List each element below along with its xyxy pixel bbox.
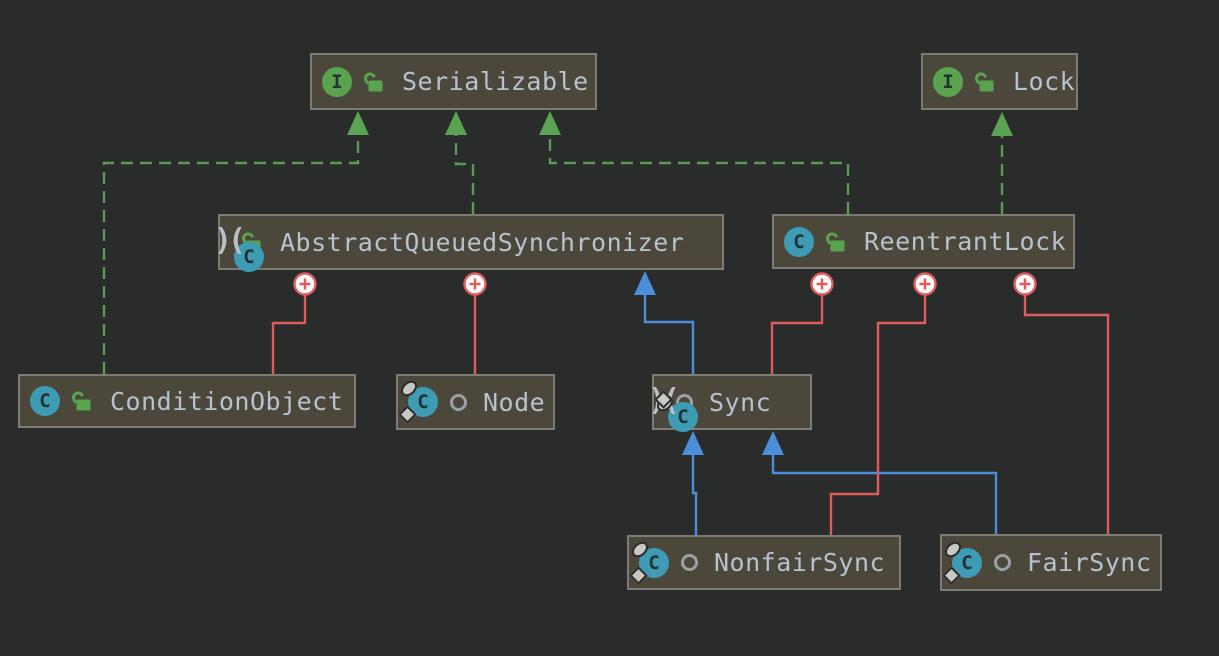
class-node-conditionobject[interactable]: C ConditionObject — [18, 374, 356, 428]
package-private-icon — [450, 393, 467, 411]
unlocked-public-icon — [975, 71, 994, 91]
class-name-label: Lock — [1013, 67, 1076, 96]
edge-reentrantlock-inner-nonfairsync[interactable] — [829, 272, 937, 537]
edge-fairsync-extends-sync[interactable] — [762, 431, 998, 534]
class-node-serializable[interactable]: I Serializable — [310, 53, 597, 110]
class-node-abstractqueuedsynchronizer[interactable]: C()AbstractQueuedSynchronizer — [214, 214, 724, 272]
implements-arrowhead-icon — [539, 111, 561, 135]
edge-abstractqueuedsynchronizer-implements-serializable[interactable] — [445, 111, 475, 214]
edge-sync-extends-abstractqueuedsynchronizer[interactable] — [634, 271, 695, 374]
inner-class-anchor-icon — [913, 272, 937, 296]
class-node-reentrantlock[interactable]: C ReentrantLock — [772, 214, 1075, 269]
paren-icon: ) — [213, 223, 232, 259]
inner-line[interactable] — [770, 294, 824, 375]
edge-nonfairsync-extends-sync[interactable] — [682, 431, 704, 535]
class-name-label: ConditionObject — [110, 386, 344, 416]
extends-line[interactable] — [643, 293, 695, 374]
class-name-label: AbstractQueuedSynchronizer — [280, 227, 685, 257]
edge-reentrantlock-implements-lock[interactable] — [991, 112, 1013, 214]
implements-line[interactable] — [102, 133, 360, 374]
edge-reentrantlock-implements-serializable[interactable] — [539, 111, 850, 214]
class-name-label: Serializable — [402, 67, 589, 96]
inner-class-anchor-icon — [810, 272, 834, 296]
implements-line[interactable] — [548, 133, 850, 214]
extends-arrowhead-icon — [634, 271, 656, 295]
class-name-label: ReentrantLock — [864, 227, 1067, 256]
extends-arrowhead-icon — [762, 431, 784, 455]
class-name-label: Node — [483, 387, 546, 417]
inner-class-anchor-icon — [1013, 272, 1037, 296]
paren-icon: ( — [228, 223, 247, 259]
implements-line[interactable] — [454, 133, 475, 214]
class-node-lock[interactable]: I Lock — [921, 53, 1078, 110]
inner-class-anchor-icon — [463, 272, 487, 296]
inner-line[interactable] — [271, 294, 307, 375]
implements-arrowhead-icon — [347, 111, 369, 135]
package-private-icon — [994, 554, 1011, 571]
edge-conditionobject-implements-serializable[interactable] — [102, 111, 369, 374]
class-name-label: Sync — [709, 387, 772, 417]
class-name-label: NonfairSync — [714, 548, 886, 577]
inner-line[interactable] — [1023, 294, 1110, 535]
edge-reentrantlock-inner-sync[interactable] — [770, 272, 834, 376]
extends-arrowhead-icon — [682, 431, 704, 455]
package-private-icon — [681, 554, 698, 571]
unlocked-public-icon — [72, 391, 91, 411]
unlocked-public-icon — [826, 231, 845, 251]
inner-class-anchor-icon — [293, 272, 317, 296]
edge-reentrantlock-inner-fairsync[interactable] — [1013, 272, 1110, 536]
unlocked-public-icon — [364, 71, 383, 91]
implements-arrowhead-icon — [991, 112, 1013, 136]
implements-arrowhead-icon — [445, 111, 467, 135]
class-icon: C — [784, 226, 814, 257]
inner-line[interactable] — [829, 294, 927, 536]
edge-abstractqueuedsynchronizer-inner-conditionobject[interactable] — [271, 272, 317, 376]
class-node-sync[interactable]: C()Sync — [648, 374, 812, 432]
extends-line[interactable] — [771, 453, 998, 534]
interface-icon: I — [322, 66, 352, 97]
interface-icon: I — [933, 66, 963, 97]
class-icon: C — [30, 386, 60, 416]
edge-abstractqueuedsynchronizer-inner-node[interactable] — [463, 272, 487, 376]
class-name-label: FairSync — [1027, 548, 1152, 577]
extends-line[interactable] — [691, 453, 698, 535]
